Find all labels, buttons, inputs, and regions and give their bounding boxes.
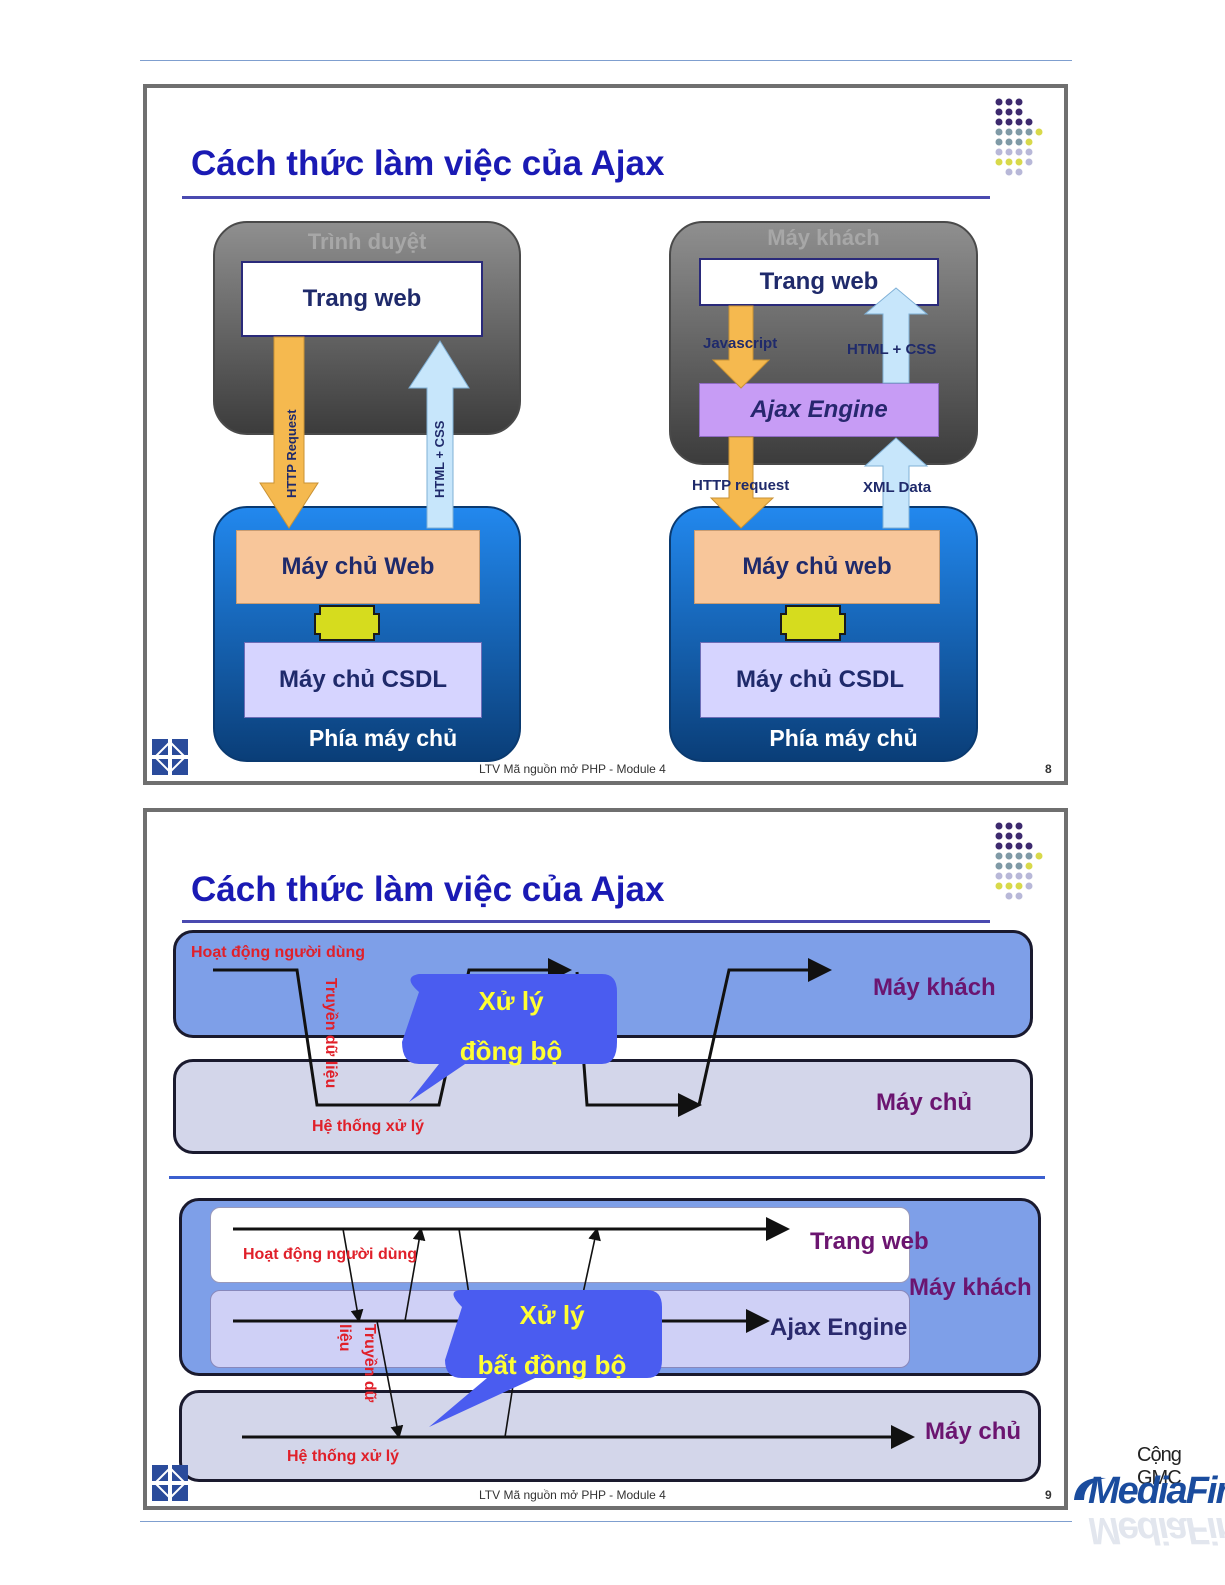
watermark-reflection: MediaFire	[1088, 1509, 1225, 1551]
slide-8: Cách thức làm việc của Ajax Trình duyệt …	[143, 84, 1068, 785]
sync-user-activity-label: Hoạt động người dùng	[191, 944, 366, 961]
xml-data-label: XML Data	[863, 479, 932, 496]
javascript-arrow	[711, 305, 771, 389]
db-connector-arrow-right	[780, 605, 846, 641]
http-request-arrow-right	[709, 436, 775, 529]
page-number: 9	[1045, 1488, 1052, 1502]
async-client-label: Máy khách	[909, 1274, 1032, 1301]
async-bubble-line1: Xử lý	[519, 1300, 585, 1330]
client-group-label: Máy khách	[767, 225, 880, 250]
left-arrows	[259, 336, 470, 641]
slide-9: Cách thức làm việc của Ajax Máy khách Má…	[143, 808, 1068, 1510]
async-transmit-label-2: liệu	[336, 1324, 353, 1352]
slide-footer: LTV Mã nguồn mở PHP - Module 4	[479, 1488, 666, 1502]
html-css-arrow-right	[863, 287, 929, 384]
async-processing-label: Hệ thống xử lý	[287, 1448, 400, 1465]
sync-bubble	[402, 974, 617, 1102]
db-server-box: Máy chủ CSDL	[244, 642, 482, 718]
sync-client-lane-label: Máy khách	[873, 974, 996, 1001]
async-webpage-lane	[210, 1207, 910, 1283]
browser-group-label: Trình duyệt	[307, 229, 427, 254]
db-connector-arrow	[314, 605, 380, 641]
html-css-label-right: HTML + CSS	[847, 341, 937, 358]
web-page-box: Trang web	[241, 261, 483, 337]
html-css-arrow	[408, 340, 470, 529]
sync-bubble-line2: đồng bộ	[459, 1036, 563, 1066]
async-transmit-label-1: Truyền dữ	[361, 1324, 378, 1403]
web-server-box-right: Máy chủ web	[694, 530, 940, 604]
server-group-right-label: Phía máy chủ	[769, 725, 918, 751]
web-server-box: Máy chủ Web	[236, 530, 480, 604]
header-rule	[140, 60, 1072, 61]
school-logo-icon	[152, 739, 188, 775]
async-engine-label: Ajax Engine	[770, 1314, 908, 1341]
async-bubble-line2: bất đồng bộ	[477, 1350, 627, 1380]
footer-rule	[140, 1521, 1072, 1522]
sync-processing-label: Hệ thống xử lý	[312, 1118, 425, 1135]
http-request-arrow	[259, 336, 319, 529]
async-user-activity-label: Hoạt động người dùng	[243, 1246, 418, 1263]
school-logo-icon	[152, 1465, 188, 1501]
title-underline	[182, 196, 990, 199]
decorative-dots-icon	[995, 98, 1043, 176]
ajax-engine-box: Ajax Engine	[699, 383, 939, 437]
page-number: 8	[1045, 762, 1052, 776]
sync-bubble-line1: Xử lý	[478, 986, 544, 1016]
watermark-top-text: Cộng GMC	[1137, 1444, 1182, 1489]
async-flow	[233, 1217, 915, 1449]
slide-title: Cách thức làm việc của Ajax	[191, 870, 665, 909]
async-webpage-label: Trang web	[810, 1228, 929, 1255]
title-underline	[182, 920, 990, 923]
server-group-label: Phía máy chủ	[308, 725, 458, 751]
decorative-dots-icon	[995, 822, 1043, 900]
http-request-label-right: HTTP request	[692, 477, 790, 494]
javascript-label: Javascript	[703, 335, 778, 352]
xml-data-arrow	[863, 437, 929, 529]
watermark-brand: MediaFire	[1088, 1470, 1225, 1512]
sync-server-lane-label: Máy chủ	[876, 1089, 973, 1116]
section-separator	[169, 1176, 1045, 1179]
mediafire-swoosh-icon	[1074, 1477, 1106, 1500]
slide-title: Cách thức làm việc của Ajax	[191, 144, 665, 183]
sync-flow	[213, 958, 832, 1117]
slide-footer: LTV Mã nguồn mở PHP - Module 4	[479, 762, 666, 776]
async-bubble	[429, 1290, 662, 1427]
db-server-box-right: Máy chủ CSDL	[700, 642, 940, 718]
async-server-label: Máy chủ	[925, 1418, 1022, 1445]
right-arrows	[709, 287, 929, 641]
